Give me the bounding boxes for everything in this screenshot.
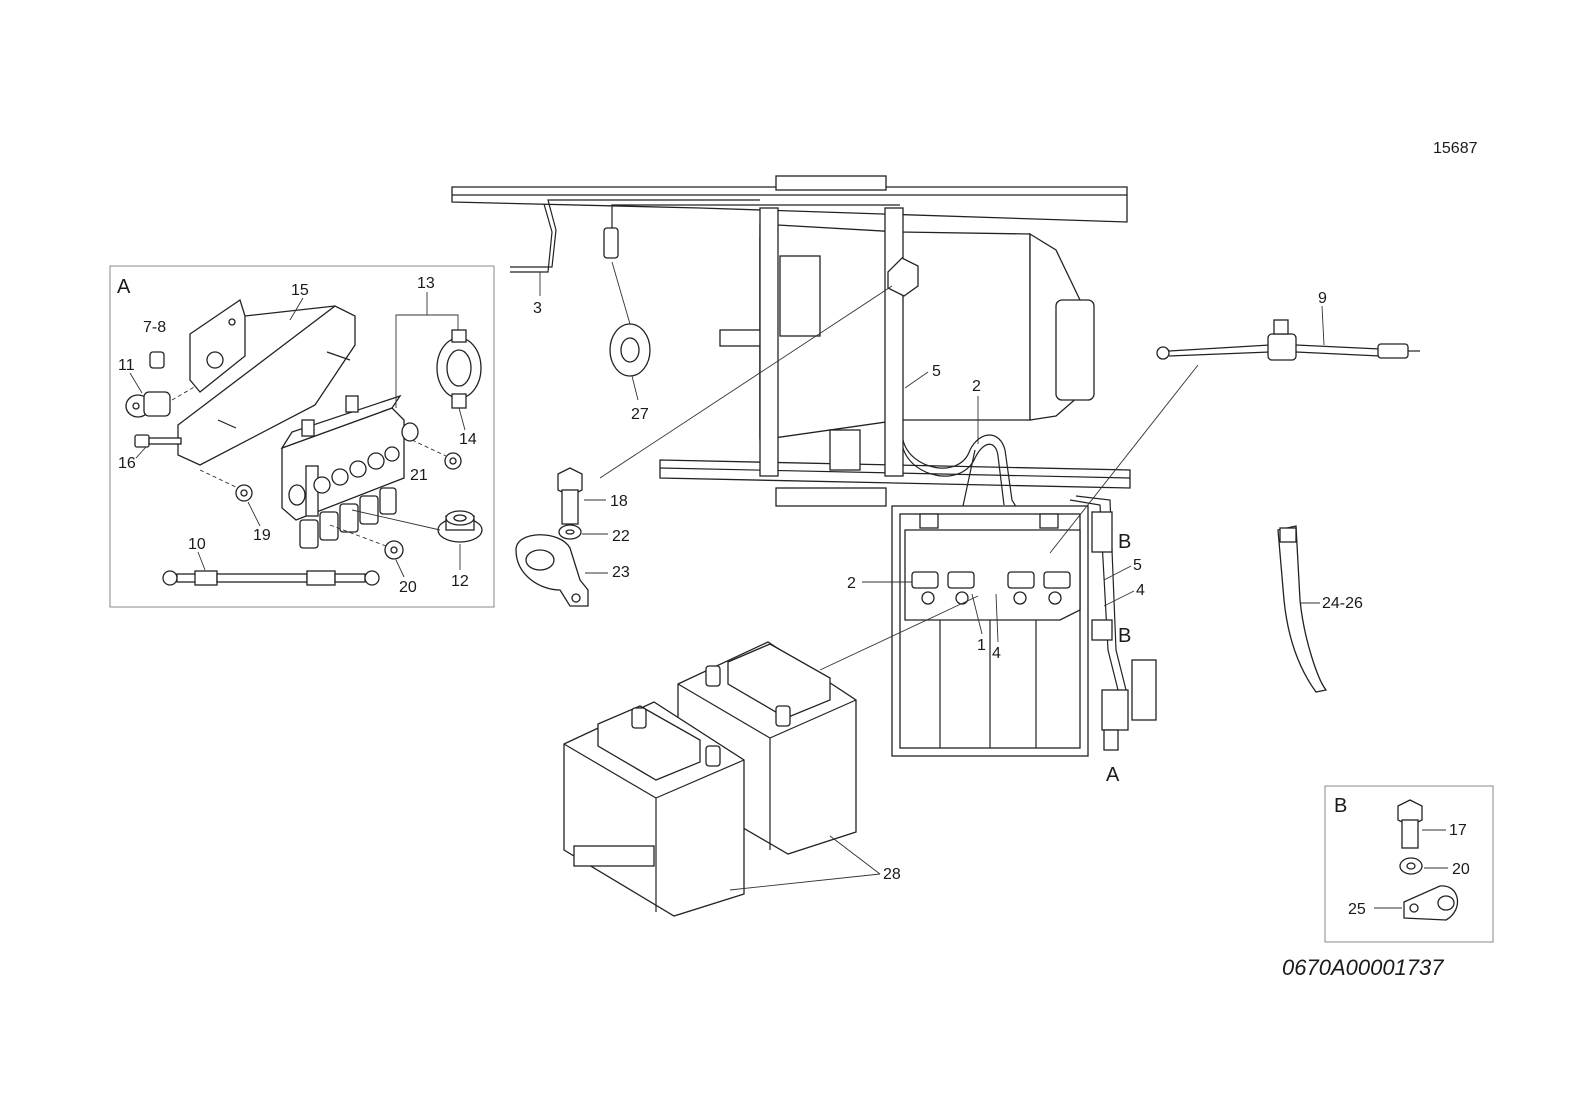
callout-12: 12 [451, 573, 469, 590]
cable-9 [1156, 319, 1420, 361]
callout-7-8: 7-8 [143, 319, 166, 336]
document-code: 0670A00001737 [1282, 955, 1444, 980]
grommet-27 [603, 204, 900, 377]
clip-14 [436, 329, 482, 409]
callout-11: 11 [118, 357, 135, 374]
callout-1: 1 [977, 637, 986, 654]
callout-2-left: 2 [847, 575, 856, 592]
callout-20-a: 20 [399, 579, 417, 596]
callout-17: 17 [1449, 822, 1467, 839]
ref-a-bottom: A [1106, 764, 1120, 786]
detail-a-label: A [117, 276, 131, 298]
callout-19: 19 [253, 527, 271, 544]
callout-10: 10 [188, 536, 206, 553]
ref-b-upper: B [1118, 531, 1131, 553]
callout-2-upper: 2 [972, 378, 981, 395]
bolt-16 [134, 434, 182, 448]
terminal-block [280, 394, 419, 549]
nut-20-b [1399, 857, 1423, 875]
nut-22 [558, 524, 582, 540]
nut-21 [444, 452, 462, 470]
ref-b-lower: B [1118, 625, 1131, 647]
callout-25: 25 [1348, 901, 1366, 918]
detail-a-box: A 15 7-8 11 16 [109, 265, 495, 608]
nut-19 [235, 484, 253, 502]
clamp-23 [515, 534, 589, 607]
callout-15: 15 [291, 282, 309, 299]
figure-id: 15687 [1433, 140, 1478, 157]
callout-18: 18 [610, 493, 628, 510]
callout-14: 14 [459, 431, 477, 448]
grommet [437, 510, 483, 543]
cable-tie [1277, 525, 1328, 693]
callout-3: 3 [533, 300, 542, 317]
battery-cable-short [162, 570, 380, 586]
callout-9: 9 [1318, 290, 1327, 307]
callout-5-lower: 5 [1133, 557, 1142, 574]
callout-13: 13 [417, 275, 435, 292]
callout-22: 22 [612, 528, 630, 545]
nut-20-a [384, 540, 404, 560]
small-cylinder [149, 351, 165, 369]
callout-4-bottom: 4 [992, 645, 1001, 662]
callout-24-26: 24-26 [1322, 595, 1363, 612]
callout-23: 23 [612, 564, 630, 581]
detail-b-box: B 17 20 25 [1324, 785, 1494, 943]
callout-21: 21 [410, 467, 428, 484]
callout-27: 27 [631, 406, 649, 423]
callout-16: 16 [118, 455, 136, 472]
switch [125, 391, 171, 418]
mounting-bracket [177, 298, 356, 466]
detail-b-label: B [1334, 795, 1347, 817]
cable-3 [510, 199, 760, 273]
bolt-18 [557, 467, 583, 525]
bolt-mount-tag [599, 257, 919, 479]
bolt-17 [1397, 799, 1423, 849]
battery-tray [891, 505, 1157, 757]
clamp-25 [1403, 885, 1459, 921]
callout-28: 28 [883, 866, 901, 883]
battery-front [563, 701, 745, 917]
callout-4-right: 4 [1136, 582, 1145, 599]
callout-20-b: 20 [1452, 861, 1470, 878]
callout-5-upper: 5 [932, 363, 941, 380]
